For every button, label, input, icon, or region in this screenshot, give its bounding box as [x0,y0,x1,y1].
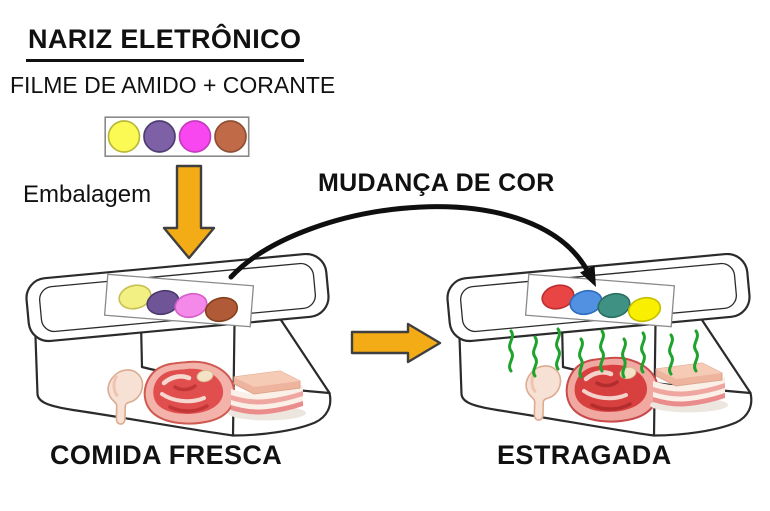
film-dot-3 [178,120,212,153]
lid-dot-4 [204,296,239,323]
down-arrow-icon [162,164,216,260]
chicken-drumstick-icon [107,369,144,425]
film-dot-2 [143,120,176,153]
page-title: NARIZ ELETRÔNICO [26,24,305,62]
lid-dot-3 [174,292,208,319]
spoiled-container [446,253,753,437]
lid-dot-1 [541,284,575,310]
container-lid [446,253,751,343]
color-change-label: MUDANÇA DE COR [318,169,555,197]
lid-dot-4 [627,296,662,323]
film-strip [104,116,250,158]
bacon-icon [650,362,728,413]
steak-icon [143,360,236,425]
chicken-drumstick-icon [525,365,562,421]
packaging-label: Embalagem [23,181,152,208]
odor-lines-icon [508,327,699,379]
container-lid [25,253,330,343]
lid-dot-3 [597,292,631,319]
lid-dot-1 [118,284,152,310]
right-arrow-icon [350,322,442,364]
bacon-icon [228,370,306,421]
spoiled-food-label: ESTRAGADA [497,440,672,470]
film-dot-1 [107,120,141,153]
fresh-food-label: COMIDA FRESCA [50,440,283,470]
subtitle-label: FILME DE AMIDO + CORANTE [10,72,336,98]
fresh-container [25,253,332,437]
film-dot-4 [214,120,247,153]
